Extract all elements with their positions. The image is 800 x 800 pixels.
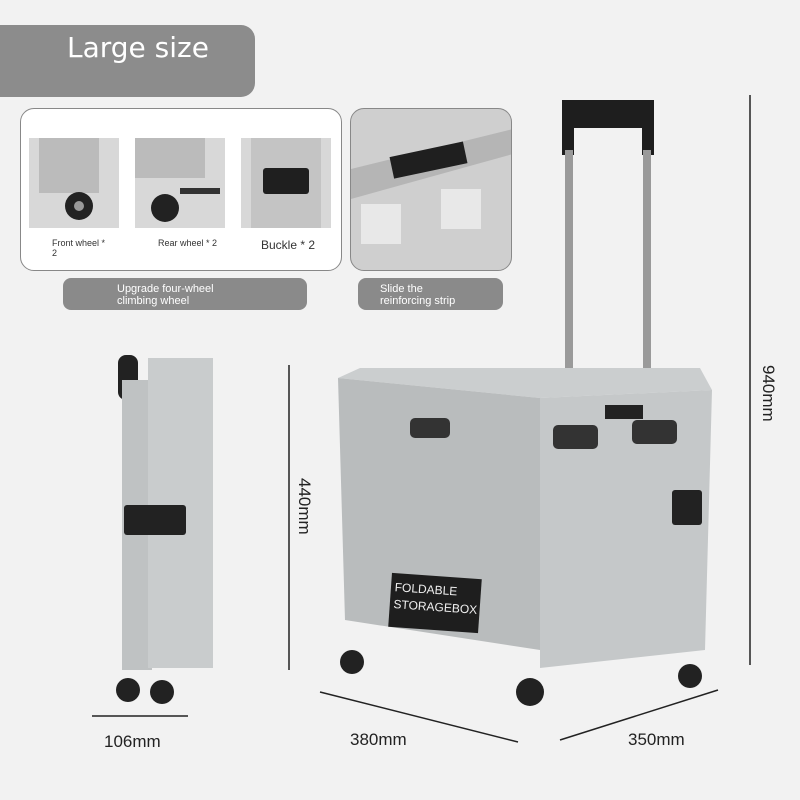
caption-buckle: Buckle * 2 [261, 238, 316, 252]
reinforcing-strip-image [350, 108, 512, 271]
caption-front-wheel: Front wheel * 2 [52, 238, 106, 258]
buckle-image [241, 138, 331, 228]
strip-label: Slide the reinforcing strip [358, 278, 503, 310]
dim-box-height: 440mm [295, 478, 314, 535]
dim-length: 380mm [350, 730, 407, 749]
caption-rear-wheel: Rear wheel * 2 [158, 238, 218, 248]
dim-folded-width: 106mm [104, 732, 161, 751]
dim-width: 350mm [628, 730, 685, 749]
box-label: FOLDABLE STORAGEBOX [393, 580, 478, 617]
size-title: Large size [0, 25, 255, 97]
folded-cart [116, 355, 213, 704]
wheel-label: Upgrade four-wheel climbing wheel [63, 278, 307, 310]
front-wheel-image [29, 138, 119, 228]
dim-total-height: 940mm [759, 365, 778, 422]
rear-wheel-image [135, 138, 225, 228]
